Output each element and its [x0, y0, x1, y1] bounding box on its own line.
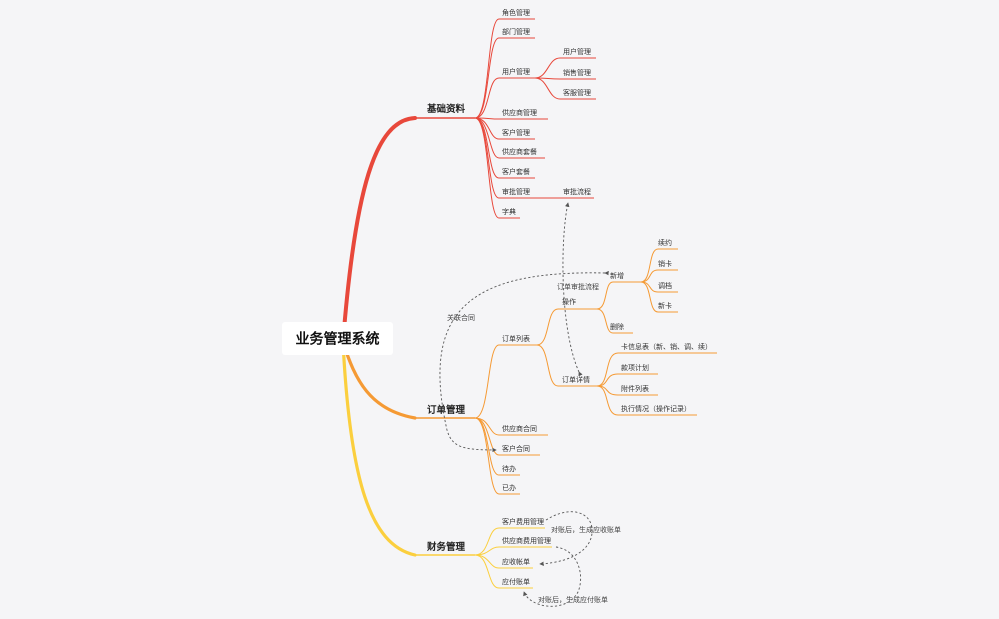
- node-customer-management: 客户管理: [502, 128, 530, 137]
- node-user-sub-service: 客服管理: [563, 88, 591, 97]
- node-renew: 续约: [658, 238, 672, 247]
- branch-label-order-management: 订单管理: [427, 404, 466, 416]
- node-user-sub-user: 用户管理: [563, 47, 591, 56]
- node-done: 已办: [502, 483, 516, 492]
- root-node[interactable]: 业务管理系统: [282, 322, 393, 355]
- root-label: 业务管理系统: [296, 331, 380, 348]
- branch-label-finance-management: 财务管理: [426, 541, 466, 553]
- node-receivable-bill: 应收帐单: [502, 557, 530, 566]
- node-payable-bill: 应付账单: [502, 577, 530, 586]
- node-approval-management: 审批管理: [502, 187, 530, 196]
- node-cancel-card: 销卡: [658, 259, 672, 268]
- node-customer-fee: 客户费用管理: [502, 517, 544, 526]
- relation-payable: 对账后，生成应付账单: [538, 595, 608, 604]
- node-supplier-package: 供应商套餐: [502, 147, 537, 156]
- relation-linked-contract: 关联合同: [447, 313, 475, 322]
- relation-order-approval-flow: 订单审批流程: [557, 282, 599, 291]
- node-customer-contract: 客户合同: [502, 444, 530, 453]
- branch-order-management: 订单管理 订单列表 供应商合同 客户合同 待办: [415, 238, 717, 495]
- node-dictionary: 字典: [502, 207, 516, 216]
- node-payment-plan: 款项计划: [621, 363, 649, 372]
- node-order-detail: 订单详情: [562, 375, 590, 384]
- node-new-card: 新卡: [658, 301, 672, 310]
- relations: 订单审批流程 关联合同 对账后，生成应收账单 对账后，生成应付账单: [439, 202, 621, 607]
- branch-finance-management: 财务管理 客户费用管理 供应商费用管理 应收帐单 应付账单: [415, 517, 552, 589]
- node-order-list: 订单列表: [502, 334, 530, 343]
- node-change-tier: 调档: [658, 281, 672, 290]
- node-card-info-table: 卡信息表（新、销、调、续）: [621, 342, 712, 351]
- node-user-sub-sales: 销售管理: [563, 68, 591, 77]
- node-customer-package: 客户套餐: [502, 167, 530, 176]
- node-department-management: 部门管理: [502, 27, 530, 36]
- node-user-management: 用户管理: [502, 67, 530, 76]
- relation-receivable: 对账后，生成应收账单: [551, 525, 621, 534]
- branch-basic-data: 基础资料 角色管理 部门管理 用户管理 供应商管理 客户管理 供应商套餐 客户套…: [415, 8, 596, 219]
- node-delete: 删除: [610, 322, 624, 331]
- node-supplier-management: 供应商管理: [502, 108, 537, 117]
- branch-label-basic-data: 基础资料: [426, 103, 466, 115]
- node-approval-flow: 审批流程: [563, 187, 591, 196]
- node-add: 新增: [610, 271, 624, 280]
- node-role-management: 角色管理: [502, 8, 530, 17]
- node-supplier-fee: 供应商费用管理: [502, 536, 551, 545]
- node-todo: 待办: [502, 464, 516, 473]
- node-supplier-contract: 供应商合同: [502, 424, 537, 433]
- node-attachment-list: 附件列表: [621, 384, 649, 393]
- node-execution-record: 执行情况（操作记录）: [621, 404, 691, 413]
